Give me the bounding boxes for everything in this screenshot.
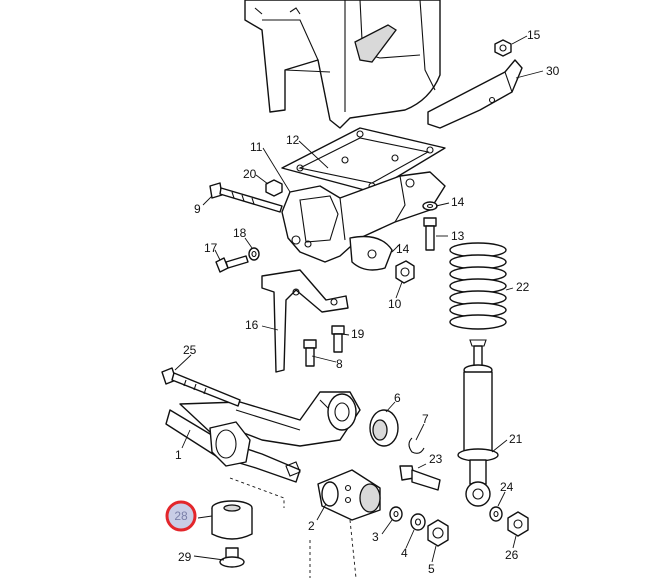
callout-5: 5 (428, 562, 435, 576)
washer-18 (248, 247, 260, 261)
callout-1: 1 (175, 448, 182, 462)
callout-2: 2 (308, 519, 315, 533)
callout-21: 21 (509, 432, 523, 446)
nut-20 (265, 179, 283, 197)
washer-24 (489, 506, 503, 522)
callout-18: 18 (233, 226, 247, 240)
callout-17: 17 (204, 241, 218, 255)
bolt-25 (161, 367, 241, 407)
bolt-13 (423, 217, 437, 251)
engine-housing (244, 0, 441, 129)
leader-lines (174, 35, 544, 563)
callout-12: 12 (286, 133, 300, 147)
callout-26: 26 (505, 548, 519, 562)
coil-spring-22 (449, 242, 507, 330)
nut-26 (507, 511, 529, 537)
nut-15 (494, 39, 512, 57)
bushing-bracket-2 (317, 469, 381, 521)
callout-9: 9 (194, 202, 201, 216)
nut-10 (395, 260, 415, 284)
washer-14a (422, 201, 438, 211)
bolt-17 (215, 255, 249, 273)
assembly-lines (229, 477, 357, 578)
callout-23: 23 (429, 452, 443, 466)
circlip-7 (408, 437, 425, 454)
callout-25: 25 (183, 343, 197, 357)
nut-5 (427, 519, 449, 547)
control-arm-1 (165, 391, 361, 483)
bolt-9 (209, 182, 283, 213)
callout-11: 11 (250, 140, 263, 154)
callout-13: 13 (451, 229, 465, 243)
callout-28: 28 (174, 509, 188, 523)
callout-8: 8 (336, 357, 343, 371)
bolt-19 (331, 325, 345, 353)
callout-20: 20 (243, 167, 257, 181)
callout-10: 10 (388, 297, 402, 311)
callout-7: 7 (422, 412, 429, 426)
callout-14b: 14 (396, 242, 410, 256)
link-arm-16 (261, 269, 349, 373)
highlighted-callout-28[interactable]: 28 (165, 500, 197, 532)
callout-24: 24 (500, 480, 514, 494)
callout-6: 6 (394, 391, 401, 405)
gasket-plate (281, 127, 446, 193)
shock-absorber-21 (457, 339, 499, 507)
washer-4 (410, 513, 426, 531)
callout-29: 29 (178, 550, 192, 564)
bracket-30 (427, 59, 523, 129)
subframe-bracket-11 (281, 171, 446, 271)
bolt-23 (399, 465, 441, 491)
callout-30: 30 (546, 64, 560, 78)
bolt-8 (303, 339, 317, 367)
callout-4: 4 (401, 546, 408, 560)
callout-22: 22 (516, 280, 530, 294)
callout-14a: 14 (451, 195, 465, 209)
washer-3 (389, 506, 403, 522)
callout-19: 19 (351, 327, 365, 341)
bolt-29 (219, 547, 245, 568)
bushing-6 (369, 409, 399, 447)
callout-3: 3 (372, 530, 379, 544)
bump-stop-28 (211, 500, 253, 540)
callout-16: 16 (245, 318, 259, 332)
callout-15: 15 (527, 28, 541, 42)
callouts: 15 30 12 11 20 9 14 18 13 14 17 22 10 16… (175, 28, 560, 576)
